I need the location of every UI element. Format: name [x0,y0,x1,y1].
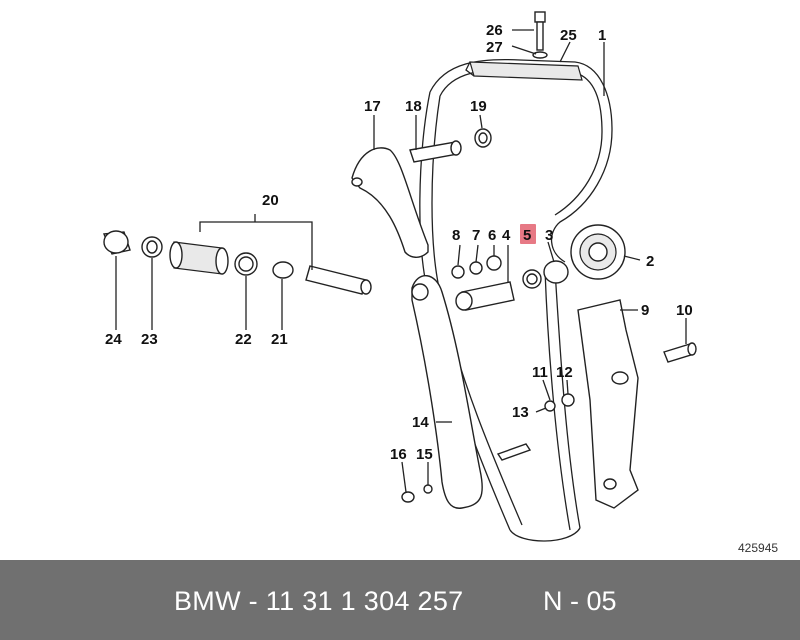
label-20: 20 [262,192,279,209]
label-12: 12 [556,364,573,381]
label-22: 22 [235,331,252,348]
part-number: BMW - 11 31 1 304 257 [174,586,464,616]
tensioner-rail-17 [351,128,492,258]
label-14: 14 [412,414,429,431]
bolt-15-16 [401,443,532,503]
label-27: 27 [486,39,503,56]
exploded-parts-diagram: 26 27 25 1 17 18 19 20 8 7 6 4 5 3 2 9 1… [103,11,778,555]
label-6: 6 [488,227,496,244]
pin-4 [455,281,515,311]
label-1: 1 [598,27,606,44]
drawing-number: 425945 [738,541,778,555]
label-13: 13 [512,404,529,421]
label-26: 26 [486,22,503,39]
upper-guide-rail [465,61,583,81]
label-17: 17 [364,98,381,115]
tensioner-rail-14 [411,275,483,509]
label-24: 24 [105,331,122,348]
label-8: 8 [452,227,460,244]
label-4: 4 [502,227,511,244]
bolt-26 [532,11,548,59]
label-9: 9 [641,302,649,319]
part-labels: 26 27 25 1 17 18 19 20 8 7 6 4 5 3 2 9 1… [105,22,778,555]
label-15: 15 [416,446,433,463]
label-7: 7 [472,227,480,244]
part-number-footer: BMW - 11 31 1 304 257 N - 05 [0,560,800,640]
label-5: 5 [523,227,531,244]
label-23: 23 [141,331,158,348]
label-21: 21 [271,331,288,348]
label-18: 18 [405,98,422,115]
label-19: 19 [470,98,487,115]
label-3: 3 [545,227,553,244]
tensioner-assembly [103,214,372,295]
label-10: 10 [676,302,693,319]
label-16: 16 [390,446,407,463]
label-25: 25 [560,27,577,44]
highlight-marker [520,224,536,244]
label-2: 2 [646,253,654,270]
position-code: N - 05 [543,586,617,616]
guide-rail-9 [544,299,697,509]
label-11: 11 [532,364,548,381]
sprocket-2 [522,224,626,289]
leader-lines [115,29,687,493]
